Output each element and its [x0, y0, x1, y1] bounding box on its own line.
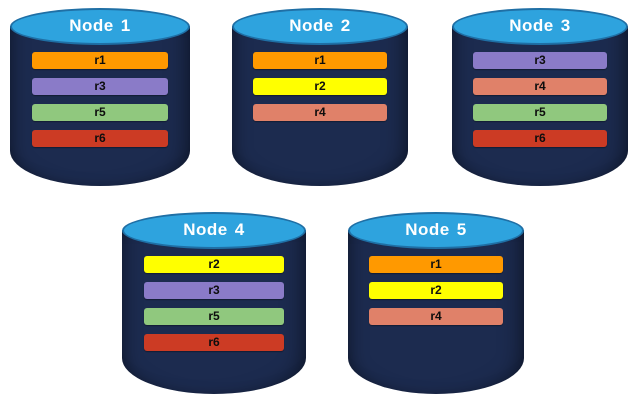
- replica-bar-r1[interactable]: r1: [253, 52, 387, 69]
- node-title: Node 2: [232, 8, 408, 45]
- cylinder-top-disc: [232, 8, 408, 45]
- node-title: Node 4: [122, 212, 306, 249]
- replica-list: r1 r2 r4: [348, 256, 524, 334]
- replica-list: r2 r3 r5 r6: [122, 256, 306, 360]
- replica-bar-r6[interactable]: r6: [144, 334, 284, 351]
- replica-list: r1 r2 r4: [232, 52, 408, 130]
- replica-bar-r5[interactable]: r5: [31, 104, 169, 121]
- replica-bar-r4[interactable]: r4: [253, 104, 387, 121]
- replica-bar-r4[interactable]: r4: [369, 308, 503, 325]
- node-title: Node 3: [452, 8, 628, 45]
- replica-bar-r5[interactable]: r5: [144, 308, 284, 325]
- replica-bar-r4[interactable]: r4: [473, 78, 607, 95]
- node-title-number: 1: [120, 16, 131, 35]
- replica-list: r1 r3 r5 r6: [10, 52, 190, 156]
- node-title-number: 4: [234, 220, 245, 239]
- node-title-word: Node: [405, 220, 450, 239]
- replica-bar-r3[interactable]: r3: [144, 282, 284, 299]
- replica-list: r3 r4 r5 r6: [452, 52, 628, 156]
- cylinder-top-disc: [348, 212, 524, 249]
- replica-bar-r3[interactable]: r3: [473, 52, 607, 69]
- node-title-number: 5: [456, 220, 467, 239]
- node-title-number: 2: [340, 16, 351, 35]
- node-title-number: 3: [560, 16, 571, 35]
- cylinder-top-disc: [10, 8, 190, 45]
- node-title-word: Node: [69, 16, 114, 35]
- node-title: Node 1: [10, 8, 190, 45]
- replica-bar-r6[interactable]: r6: [473, 130, 607, 147]
- replica-bar-r2[interactable]: r2: [144, 256, 284, 273]
- node-title-word: Node: [183, 220, 228, 239]
- replica-bar-r2[interactable]: r2: [369, 282, 503, 299]
- node-title-word: Node: [289, 16, 334, 35]
- cylinder-top-disc: [122, 212, 306, 249]
- cylinder-top-disc: [452, 8, 628, 45]
- node-cylinder-4[interactable]: Node 4 r2 r3 r5 r6: [122, 212, 306, 394]
- node-cylinder-3[interactable]: Node 3 r3 r4 r5 r6: [452, 8, 628, 186]
- node-cylinder-5[interactable]: Node 5 r1 r2 r4: [348, 212, 524, 394]
- node-title-word: Node: [509, 16, 554, 35]
- replica-bar-r5[interactable]: r5: [473, 104, 607, 121]
- node-title: Node 5: [348, 212, 524, 249]
- node-cylinder-2[interactable]: Node 2 r1 r2 r4: [232, 8, 408, 186]
- replica-bar-r6[interactable]: r6: [31, 130, 169, 147]
- replica-bar-r3[interactable]: r3: [31, 78, 169, 95]
- replica-bar-r1[interactable]: r1: [31, 52, 169, 69]
- node-cylinder-1[interactable]: Node 1 r1 r3 r5 r6: [10, 8, 190, 186]
- replica-bar-r1[interactable]: r1: [369, 256, 503, 273]
- replica-bar-r2[interactable]: r2: [253, 78, 387, 95]
